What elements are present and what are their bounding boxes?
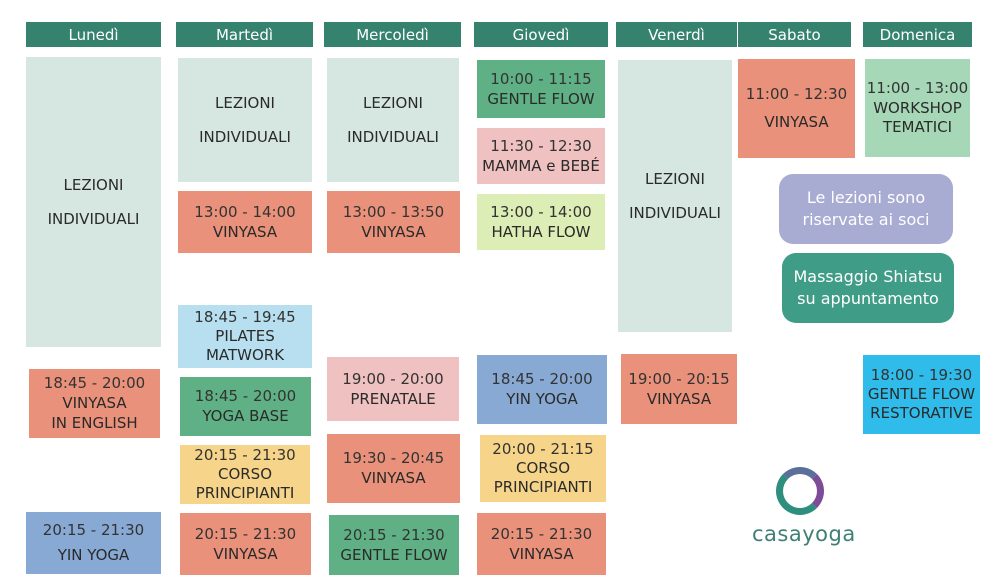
class-time: 11:00 - 13:00 [866,79,969,97]
class-time: 19:00 - 20:00 [342,369,444,388]
class-name: VINYASA [646,389,712,408]
individual-lessons-block: LEZIONI INDIVIDUALI [26,57,161,347]
header-martedi: Martedì [176,22,313,47]
class-name: YOGA BASE [202,407,289,425]
individual-label: INDIVIDUALI [347,128,439,146]
class-name: MATWORK [205,346,285,364]
class-block: 11:00 - 12:30 VINYASA [738,59,855,158]
class-name: YIN YOGA [57,546,130,564]
class-name: PRINCIPIANTI [493,478,593,496]
class-time: 13:00 - 14:00 [490,202,592,221]
class-name: PRINCIPIANTI [195,484,295,502]
individual-label: INDIVIDUALI [629,204,721,222]
individual-label: LEZIONI [363,94,423,112]
class-block: 20:00 - 21:15 CORSO PRINCIPIANTI [480,435,606,502]
class-time: 10:00 - 11:15 [490,69,592,88]
members-only-note: Le lezioni sono riservate ai soci [779,174,953,244]
header-venerdi: Venerdì [616,22,737,47]
class-name: HATHA FLOW [491,222,591,241]
class-time: 20:15 - 21:30 [194,446,296,464]
class-name: YIN YOGA [506,390,578,408]
class-name: VINYASA [62,394,127,412]
class-block: 10:00 - 11:15 GENTLE FLOW [477,60,605,118]
individual-lessons-block: LEZIONI INDIVIDUALI [178,58,312,182]
class-time: 18:45 - 19:45 [194,308,296,326]
class-name: GENTLE FLOW [487,89,595,108]
class-name: CORSO [515,459,571,477]
class-block: 20:15 - 21:30 CORSO PRINCIPIANTI [180,445,310,504]
class-block: 19:00 - 20:15 VINYASA [621,354,737,424]
individual-label: INDIVIDUALI [47,210,140,228]
class-block: 13:00 - 14:00 VINYASA [178,191,312,253]
individual-label: INDIVIDUALI [199,128,291,146]
class-time: 18:45 - 20:00 [194,387,297,405]
class-name: VINYASA [509,544,574,563]
class-time: 18:00 - 19:30 [870,366,973,384]
class-time: 20:15 - 21:30 [490,524,593,543]
note-line: riservate ai soci [802,210,930,229]
class-block: 19:00 - 20:00 PRENATALE [327,357,459,421]
class-block: 18:45 - 20:00 YIN YOGA [477,355,607,424]
class-block: 20:15 - 21:30 YIN YOGA [26,512,161,574]
class-time: 19:30 - 20:45 [342,449,445,467]
class-block: 20:15 - 21:30 VINYASA [180,513,311,575]
class-block: 18:45 - 20:00 YOGA BASE [180,377,311,436]
class-time: 18:45 - 20:00 [43,374,146,392]
header-sabato: Sabato [738,22,851,47]
header-lunedi: Lunedì [26,22,161,47]
class-name: CORSO [217,465,273,483]
class-block: 18:00 - 19:30 GENTLE FLOW RESTORATIVE [863,355,980,434]
individual-label: LEZIONI [63,176,124,194]
class-block: 13:00 - 14:00 HATHA FLOW [477,194,605,250]
logo-text: casayoga [752,522,856,546]
class-name: PRENATALE [350,389,436,408]
class-time: 13:00 - 13:50 [342,202,445,221]
class-block: 18:45 - 19:45 PILATES MATWORK [178,305,312,368]
class-block: 19:30 - 20:45 VINYASA [327,434,460,503]
class-name: GENTLE FLOW [340,545,448,564]
class-name: MAMMA e BEBÉ [482,156,600,175]
class-block: 11:30 - 12:30 MAMMA e BEBÉ [477,128,605,184]
individual-label: LEZIONI [215,94,275,112]
class-name: VINYASA [361,222,426,241]
class-time: 19:00 - 20:15 [628,369,730,388]
class-name: WORKSHOP [873,99,962,117]
class-block: 20:15 - 21:30 VINYASA [477,513,606,575]
note-line: Massaggio Shiatsu [793,267,943,286]
class-time: 20:15 - 21:30 [194,524,297,543]
class-name: VINYASA [213,544,278,563]
note-line: su appuntamento [797,289,939,308]
individual-lessons-block: LEZIONI INDIVIDUALI [327,58,459,182]
class-time: 20:15 - 21:30 [42,521,145,539]
class-time: 11:30 - 12:30 [490,136,592,155]
class-time: 18:45 - 20:00 [491,370,593,388]
class-time: 11:00 - 12:30 [745,85,848,103]
class-time: 20:15 - 21:30 [343,525,445,544]
logo-ring-icon [776,467,824,515]
individual-label: LEZIONI [645,170,705,188]
header-domenica: Domenica [863,22,972,47]
class-name: TEMATICI [882,118,953,136]
class-time: 13:00 - 14:00 [194,202,296,221]
individual-lessons-block: LEZIONI INDIVIDUALI [618,60,732,332]
class-name: VINYASA [212,222,278,241]
header-giovedi: Giovedì [474,22,608,47]
class-time: 20:00 - 21:15 [492,440,594,458]
shiatsu-note: Massaggio Shiatsu su appuntamento [782,253,954,323]
class-block: 20:15 - 21:30 GENTLE FLOW [329,515,459,575]
class-name: PILATES [215,327,275,345]
class-block: 13:00 - 13:50 VINYASA [327,191,460,253]
class-block: 11:00 - 13:00 WORKSHOP TEMATICI [865,59,970,157]
class-block: 18:45 - 20:00 VINYASA IN ENGLISH [29,369,160,438]
class-name: GENTLE FLOW [867,385,976,403]
class-name: VINYASA [764,113,829,131]
class-name: IN ENGLISH [51,414,138,432]
class-name: VINYASA [361,469,426,487]
header-mercoledi: Mercoledì [324,22,461,47]
class-name: RESTORATIVE [870,404,973,422]
note-line: Le lezioni sono [806,188,926,207]
